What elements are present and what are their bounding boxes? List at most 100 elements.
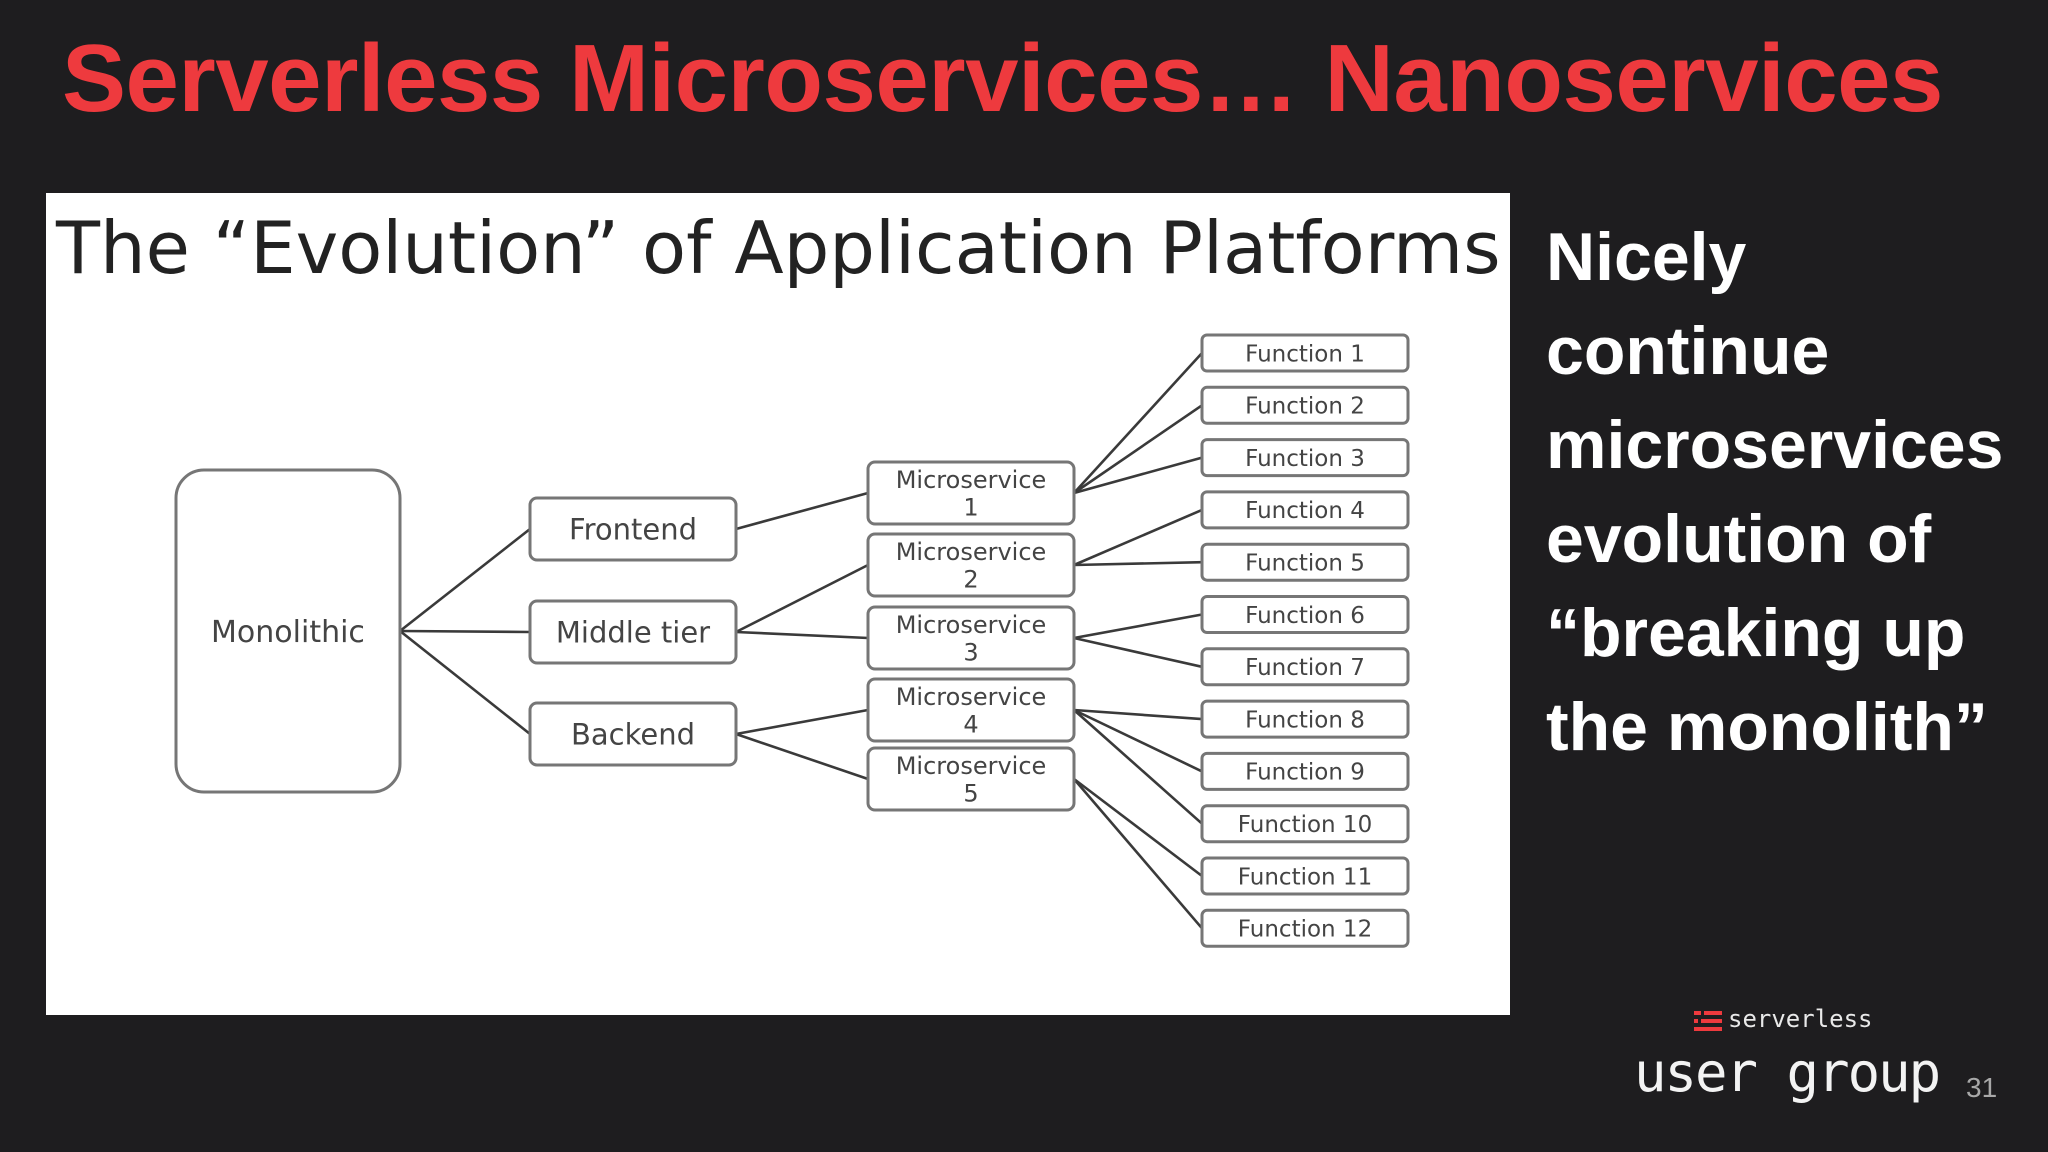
monolith-box [174, 468, 402, 794]
tier-box [528, 599, 738, 665]
diagram-panel: The “Evolution” of Application Platforms… [46, 193, 1510, 1015]
microservice-label: Microservice [896, 683, 1047, 711]
edge-ms5-to-f11 [1073, 777, 1203, 878]
node-f6: Function 6 [1200, 595, 1410, 634]
node-frontend: Frontend [528, 496, 738, 562]
function-box [1200, 751, 1410, 791]
function-label: Function 6 [1245, 603, 1365, 629]
function-box [1200, 699, 1410, 739]
edge-ms3-to-f7 [1073, 636, 1203, 669]
edge-monolithic-to-frontend [399, 527, 531, 633]
node-f4: Function 4 [1200, 490, 1410, 530]
side-commentary-line: continue [1546, 313, 1830, 389]
edge-frontend-to-ms1 [735, 491, 869, 531]
function-label: Function 1 [1245, 341, 1365, 367]
function-box [1200, 385, 1410, 425]
side-commentary: Nicely continue microservices evolution of “… [1546, 210, 2036, 774]
node-f1: Function 1 [1200, 333, 1410, 373]
side-commentary-line: the monolith” [1546, 689, 1988, 765]
function-label: Function 10 [1238, 812, 1372, 838]
tier-box [528, 701, 738, 767]
serverless-user-group-logo: serverless user group [1630, 1005, 1941, 1115]
diagram-edges [399, 352, 1203, 930]
edge-backend-to-ms4 [735, 708, 869, 736]
node-f9: Function 9 [1200, 751, 1410, 791]
side-commentary-line: microservices [1546, 407, 2004, 483]
edge-middle-tier-to-ms2 [735, 563, 869, 634]
diagram-heading: The “Evolution” of Application Platforms [55, 206, 1501, 290]
node-f3: Function 3 [1200, 438, 1410, 478]
edge-ms2-to-f5 [1073, 560, 1203, 567]
microservice-box [866, 532, 1076, 598]
microservice-box [866, 460, 1076, 526]
tier-label: Middle tier [556, 615, 710, 649]
function-box [1200, 333, 1410, 373]
monolith-label: Monolithic [211, 615, 365, 650]
edge-ms4-to-f9 [1073, 708, 1203, 773]
edge-backend-to-ms5 [735, 732, 869, 781]
tier-label: Backend [571, 717, 695, 751]
microservice-label: Microservice [896, 752, 1047, 780]
side-commentary-line: “breaking up [1546, 595, 1966, 671]
microservice-label: 4 [963, 710, 978, 738]
microservice-label: 5 [963, 779, 978, 807]
function-label: Function 11 [1238, 864, 1372, 890]
function-box [1200, 490, 1410, 530]
tier-label: Frontend [569, 512, 697, 546]
logo-small-text: serverless [1728, 1005, 1873, 1033]
node-f2: Function 2 [1200, 385, 1410, 425]
edge-ms5-to-f12 [1073, 778, 1203, 930]
function-box [1200, 542, 1410, 582]
function-label: Function 9 [1245, 760, 1365, 786]
function-box [1200, 595, 1410, 634]
logo-big-text: user group [1634, 1041, 1941, 1104]
edge-ms1-to-f1 [1073, 352, 1203, 494]
function-box [1200, 908, 1410, 948]
node-f8: Function 8 [1200, 699, 1410, 739]
edge-ms2-to-f4 [1073, 508, 1203, 567]
edge-monolithic-to-backend [399, 629, 531, 736]
function-label: Function 5 [1245, 550, 1365, 576]
microservice-label: Microservice [896, 611, 1047, 639]
node-f7: Function 7 [1200, 647, 1410, 687]
microservice-label: 1 [963, 493, 978, 521]
microservice-box [866, 605, 1076, 671]
node-f5: Function 5 [1200, 542, 1410, 582]
function-label: Function 3 [1245, 446, 1365, 472]
microservice-box [866, 746, 1076, 812]
function-label: Function 8 [1245, 707, 1365, 733]
microservice-box [866, 677, 1076, 743]
edge-ms1-to-f2 [1073, 404, 1203, 495]
function-label: Function 4 [1245, 498, 1365, 524]
microservice-label: Microservice [896, 538, 1047, 566]
function-box [1200, 856, 1410, 896]
slide-title: Serverless Microservices… Nanoservices [62, 25, 1943, 132]
edge-middle-tier-to-ms3 [735, 630, 869, 640]
serverless-logo-icon [1694, 1011, 1722, 1033]
function-label: Function 12 [1238, 917, 1372, 943]
node-monolithic: Monolithic [174, 468, 402, 794]
microservice-label: Microservice [896, 466, 1047, 494]
node-backend: Backend [528, 701, 738, 767]
microservice-label: 3 [963, 638, 978, 666]
microservice-label: 2 [963, 565, 978, 593]
edge-ms3-to-f6 [1073, 613, 1203, 640]
function-label: Function 2 [1245, 394, 1365, 420]
node-middle-tier: Middle tier [528, 599, 738, 665]
edge-monolithic-to-middle-tier [399, 629, 531, 634]
edge-ms1-to-f3 [1073, 456, 1203, 495]
function-box [1200, 438, 1410, 478]
function-box [1200, 647, 1410, 687]
page-number: 31 [1966, 1072, 1998, 1103]
edge-ms4-to-f10 [1073, 709, 1203, 825]
function-label: Function 7 [1245, 655, 1365, 681]
side-commentary-line: Nicely [1546, 219, 1747, 295]
node-f12: Function 12 [1200, 908, 1410, 948]
function-box [1200, 804, 1410, 844]
side-commentary-line: evolution of [1546, 501, 1932, 577]
